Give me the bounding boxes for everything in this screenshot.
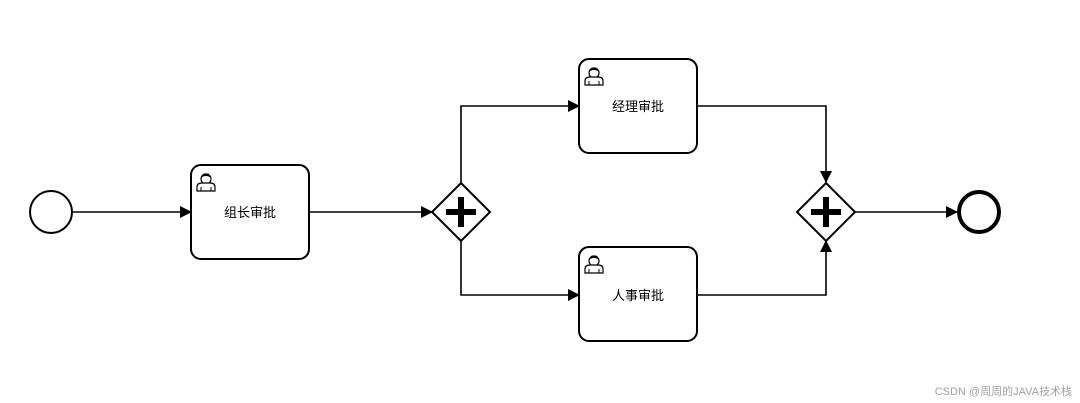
parallel-gateway-join[interactable] [795,181,857,243]
task-hr-approval[interactable]: 人事审批 [578,246,698,342]
sequence-flows [72,100,958,301]
task-manager-approval[interactable]: 经理审批 [578,58,698,154]
plus-icon [811,197,841,227]
task-label: 经理审批 [612,100,664,115]
plus-icon [446,197,476,227]
flow-split-to-hr[interactable] [460,241,580,301]
end-event[interactable] [957,190,1001,234]
watermark: CSDN @周周的JAVA技术栈 [934,386,1072,398]
start-event[interactable] [29,190,73,234]
task-label: 人事审批 [612,289,664,304]
flow-split-to-manager[interactable] [460,100,580,183]
parallel-gateway-split[interactable] [430,181,492,243]
task-label: 组长审批 [224,206,276,221]
flow-hr-to-join[interactable] [697,240,832,296]
flow-manager-to-join[interactable] [697,105,832,183]
task-leader-approval[interactable]: 组长审批 [190,164,310,260]
